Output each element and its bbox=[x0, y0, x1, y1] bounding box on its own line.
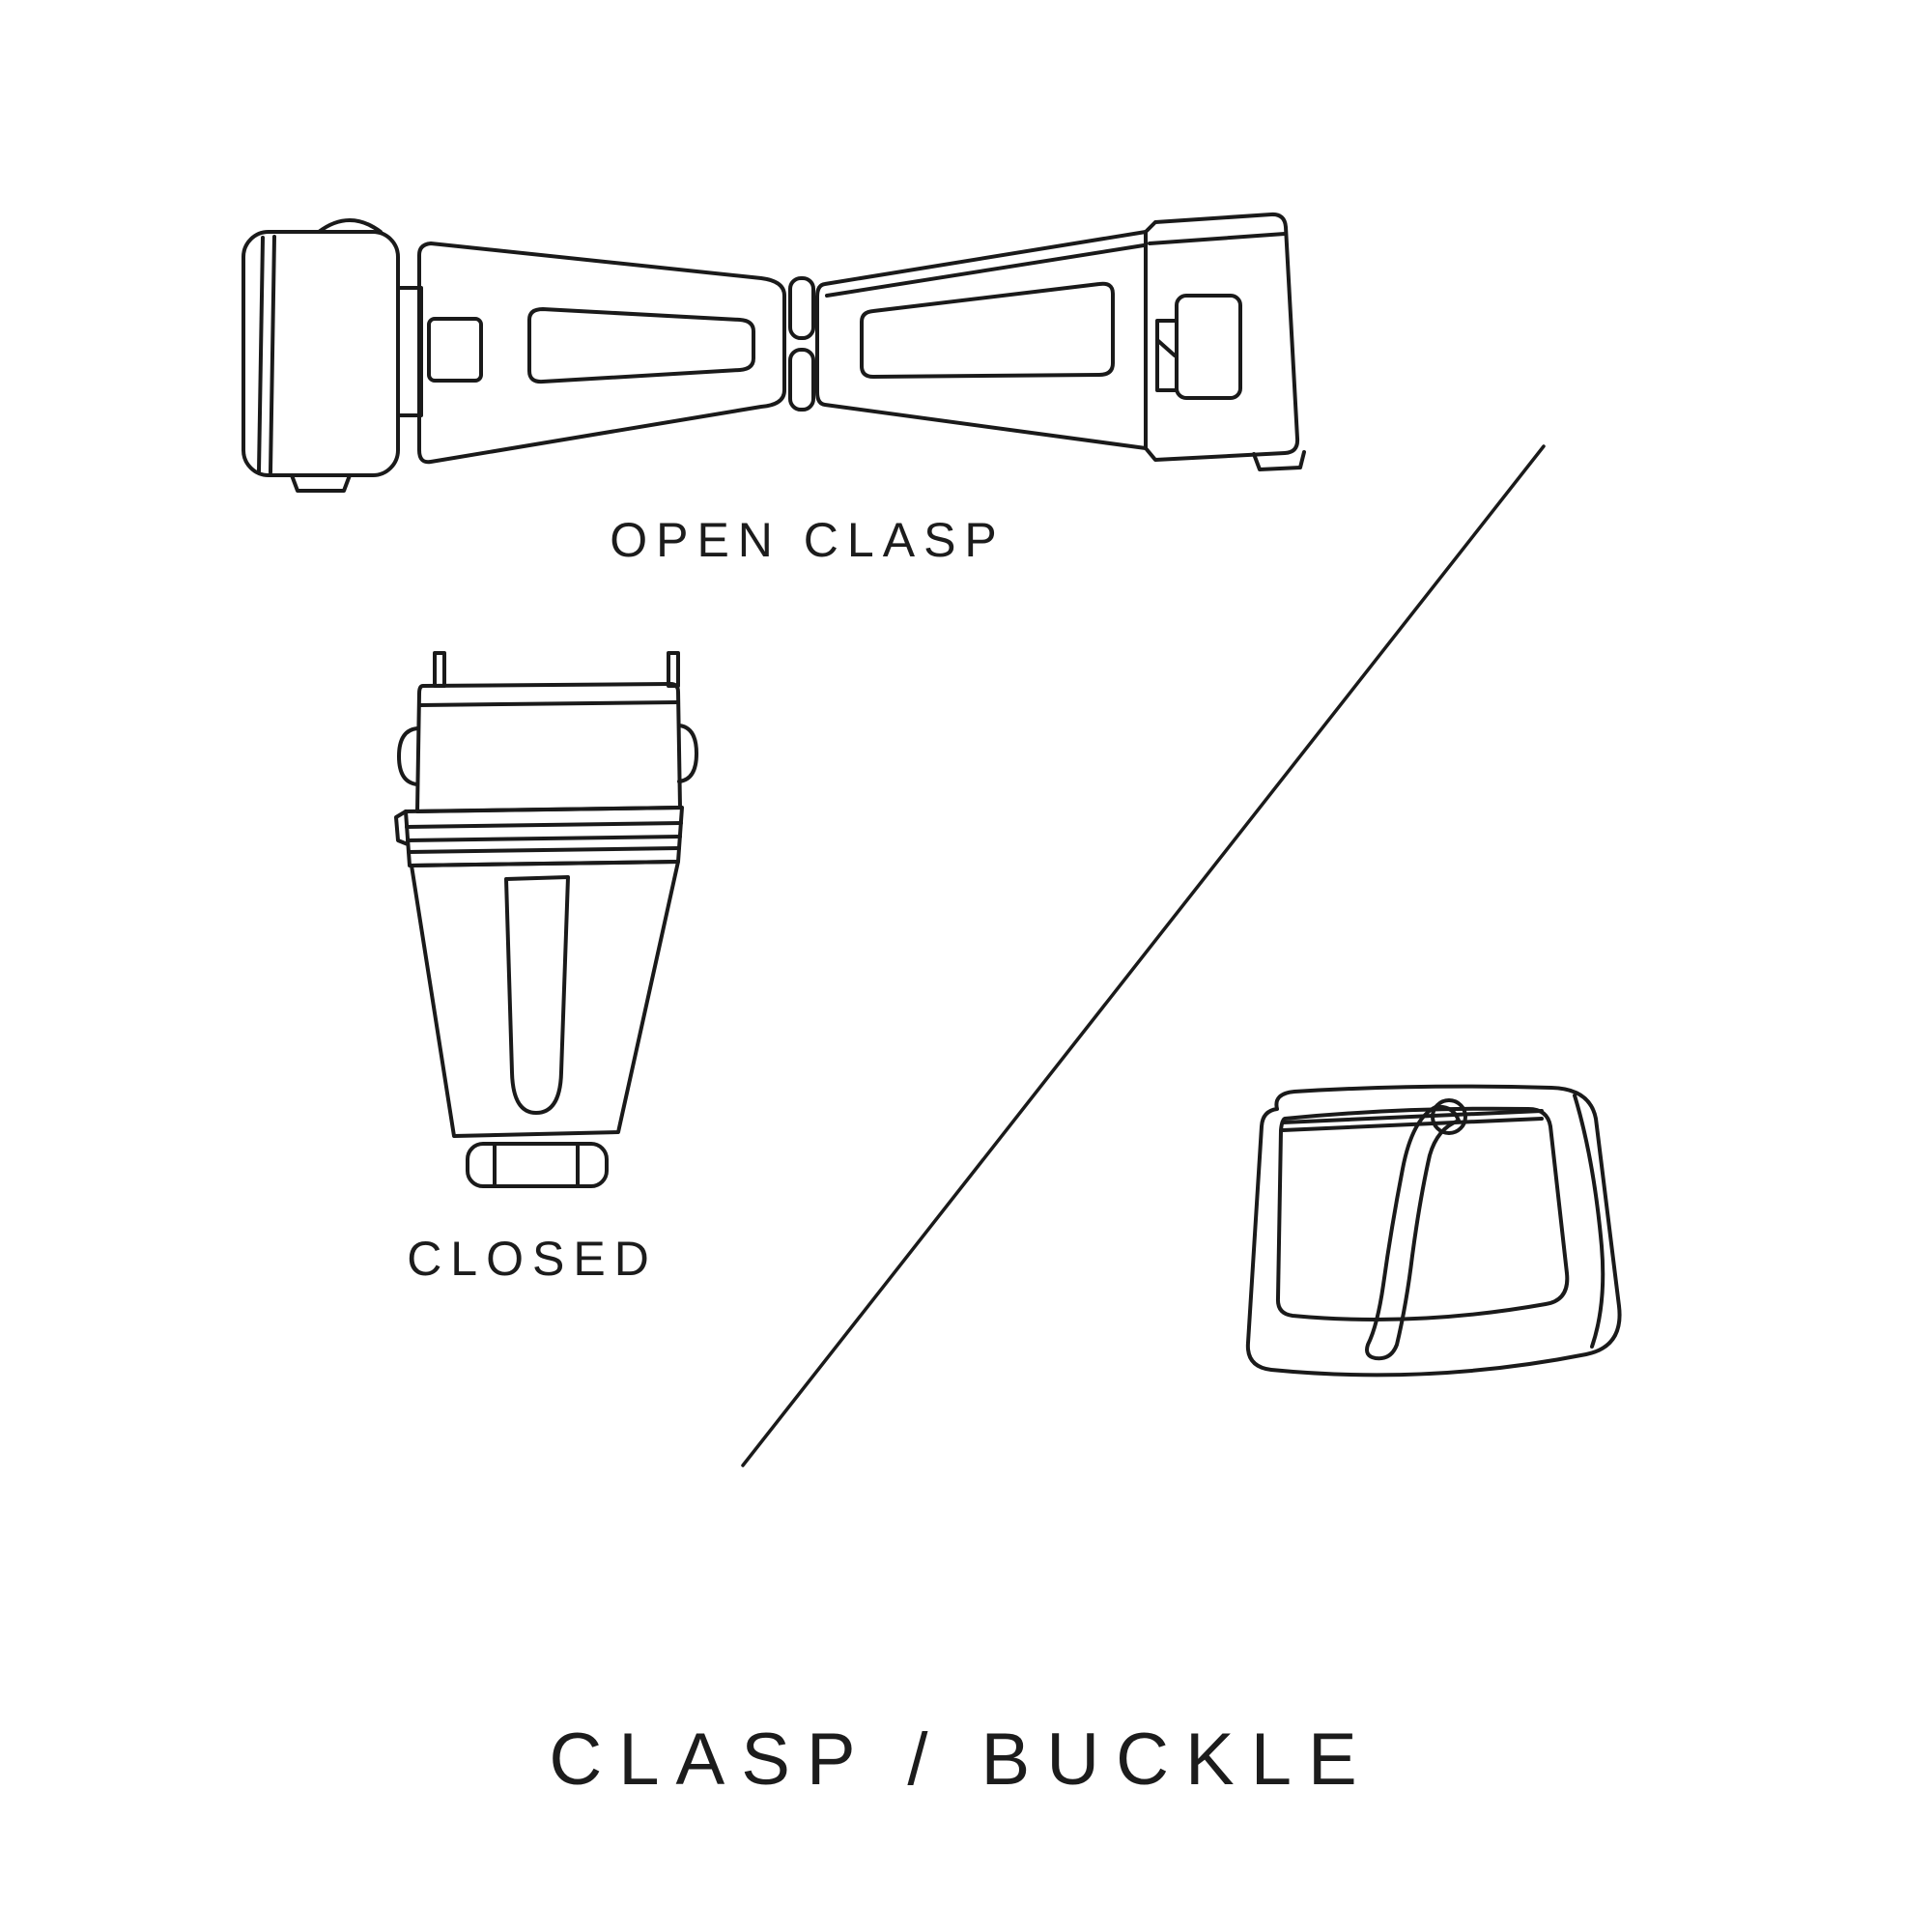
divider-line bbox=[741, 444, 1546, 1467]
page-title: CLASP / BUCKLE bbox=[549, 1719, 1374, 1801]
closed-clasp-illustration bbox=[394, 651, 698, 1188]
buckle-illustration bbox=[1245, 1084, 1622, 1378]
closed-clasp-label: CLOSED bbox=[407, 1232, 658, 1286]
open-clasp-illustration bbox=[242, 212, 1306, 493]
open-clasp-label: OPEN CLASP bbox=[610, 513, 1006, 567]
